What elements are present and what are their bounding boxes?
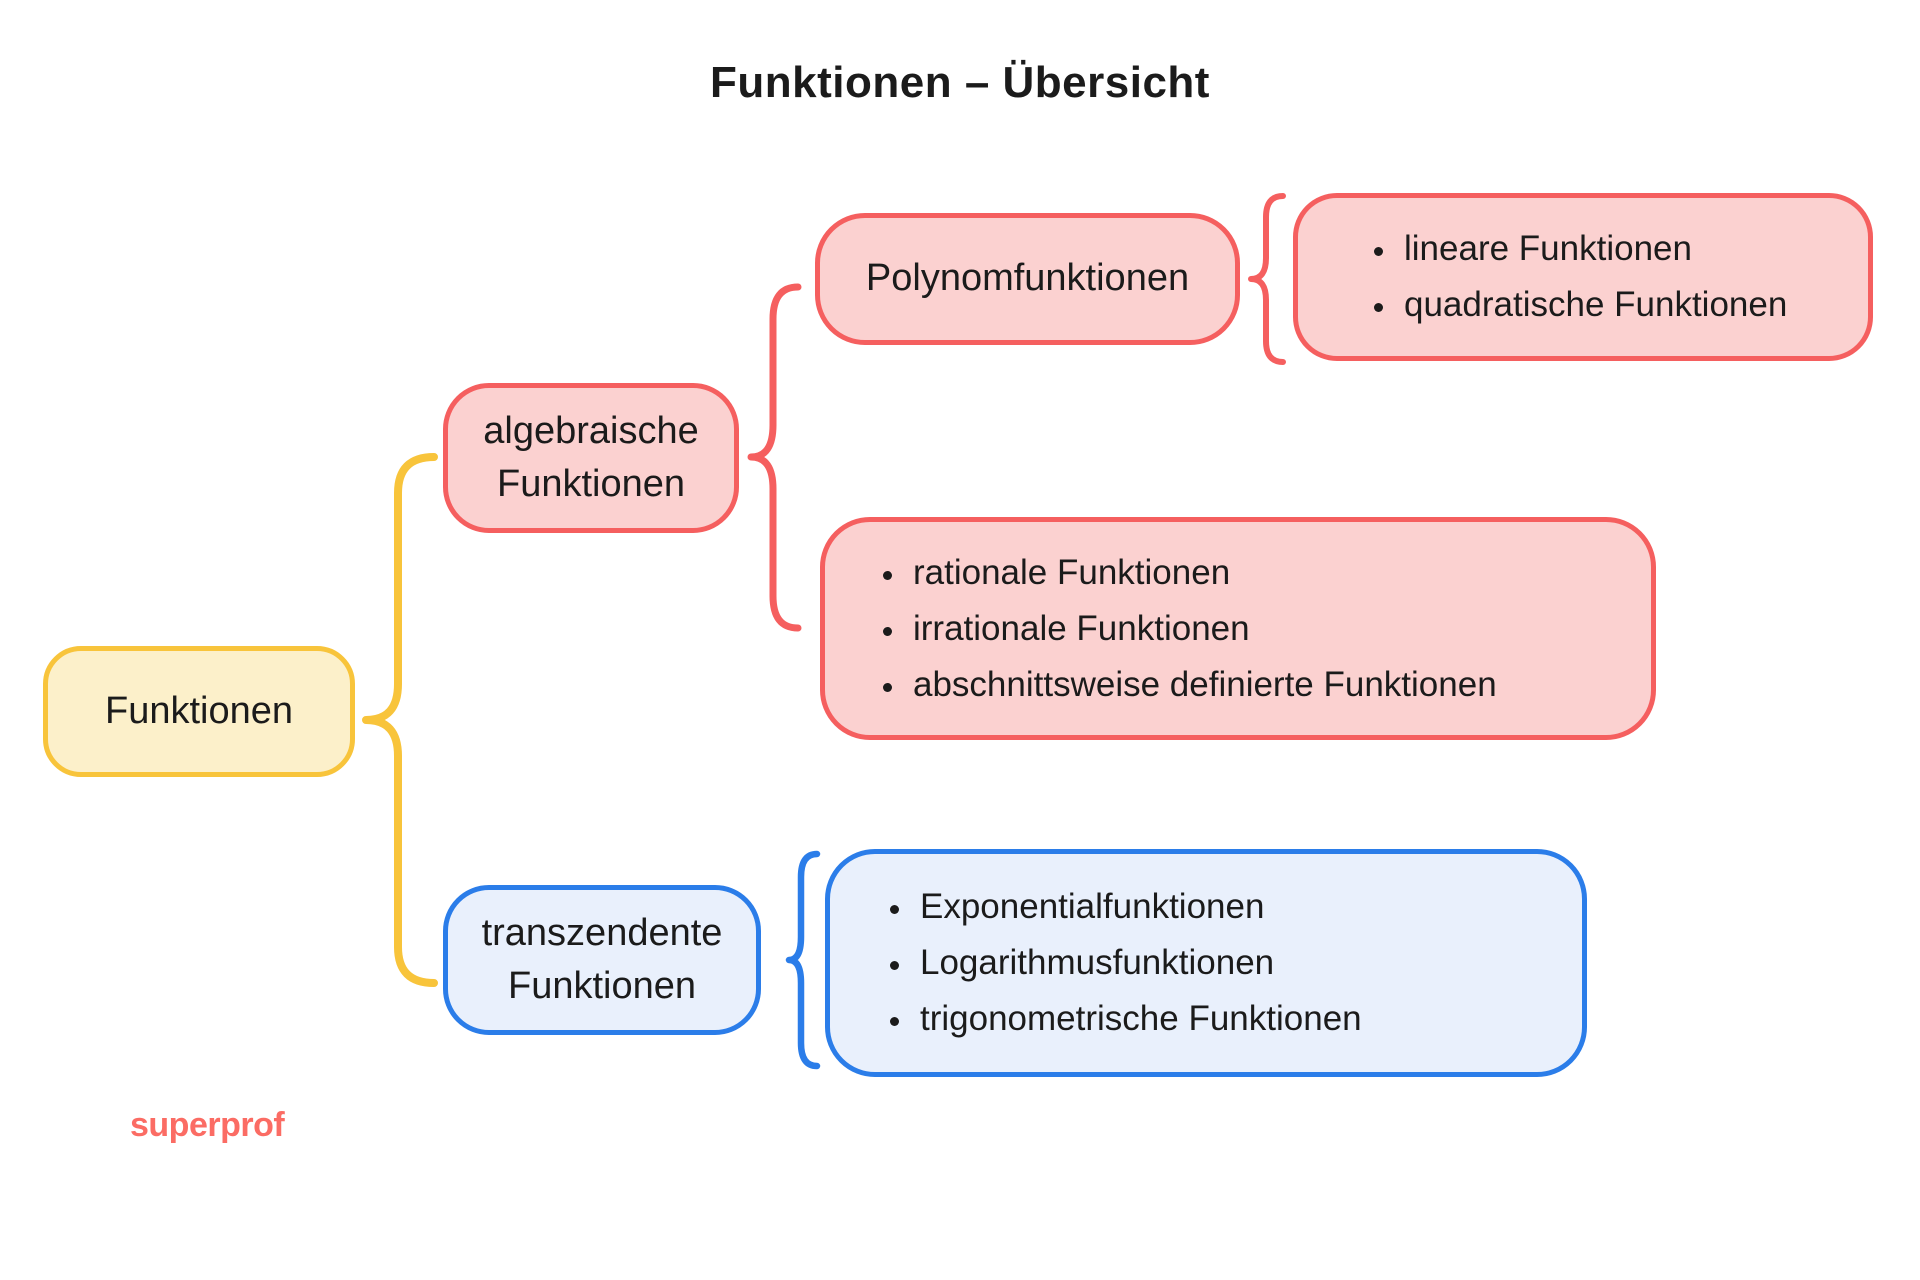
node-algebraische-funktionen: algebraische Funktionen xyxy=(443,383,739,533)
curly-brace-root xyxy=(362,453,438,987)
node-polynomfunktionen-label: Polynomfunktionen xyxy=(865,257,1190,300)
page-title: Funktionen – Übersicht xyxy=(710,58,1210,107)
list-item: quadratische Funktionen xyxy=(1398,277,1787,333)
list-item: trigonometrische Funktionen xyxy=(914,991,1362,1047)
algebraic-types-list: rationale Funktionenirrationale Funktion… xyxy=(859,545,1497,713)
node-transcendental-types: ExponentialfunktionenLogarithmusfunktion… xyxy=(825,849,1587,1077)
node-funktionen: Funktionen xyxy=(43,646,355,777)
list-item: rationale Funktionen xyxy=(907,545,1497,601)
curly-brace-transcendental xyxy=(785,850,821,1070)
node-algebraic-types: rationale Funktionenirrationale Funktion… xyxy=(820,517,1656,740)
list-item: lineare Funktionen xyxy=(1398,221,1787,277)
list-item: Logarithmusfunktionen xyxy=(914,935,1362,991)
node-polynomial-types: lineare Funktionenquadratische Funktione… xyxy=(1293,193,1873,361)
node-transzendente-funktionen-label: transzendente Funktionen xyxy=(481,911,723,1007)
list-item: Exponentialfunktionen xyxy=(914,879,1362,935)
polynomial-types-list: lineare Funktionenquadratische Funktione… xyxy=(1350,221,1787,333)
node-algebraische-funktionen-label: algebraische Funktionen xyxy=(483,409,699,505)
list-item: irrationale Funktionen xyxy=(907,601,1497,657)
superprof-logo: superprof xyxy=(130,1106,285,1144)
transcendental-types-list: ExponentialfunktionenLogarithmusfunktion… xyxy=(866,879,1362,1047)
list-item: abschnittsweise definierte Funktionen xyxy=(907,657,1497,713)
node-transzendente-funktionen: transzendente Funktionen xyxy=(443,885,761,1035)
curly-brace-polynomial xyxy=(1248,193,1286,365)
curly-brace-algebraic xyxy=(747,283,802,632)
node-polynomfunktionen: Polynomfunktionen xyxy=(815,213,1240,345)
node-funktionen-label: Funktionen xyxy=(104,689,293,732)
